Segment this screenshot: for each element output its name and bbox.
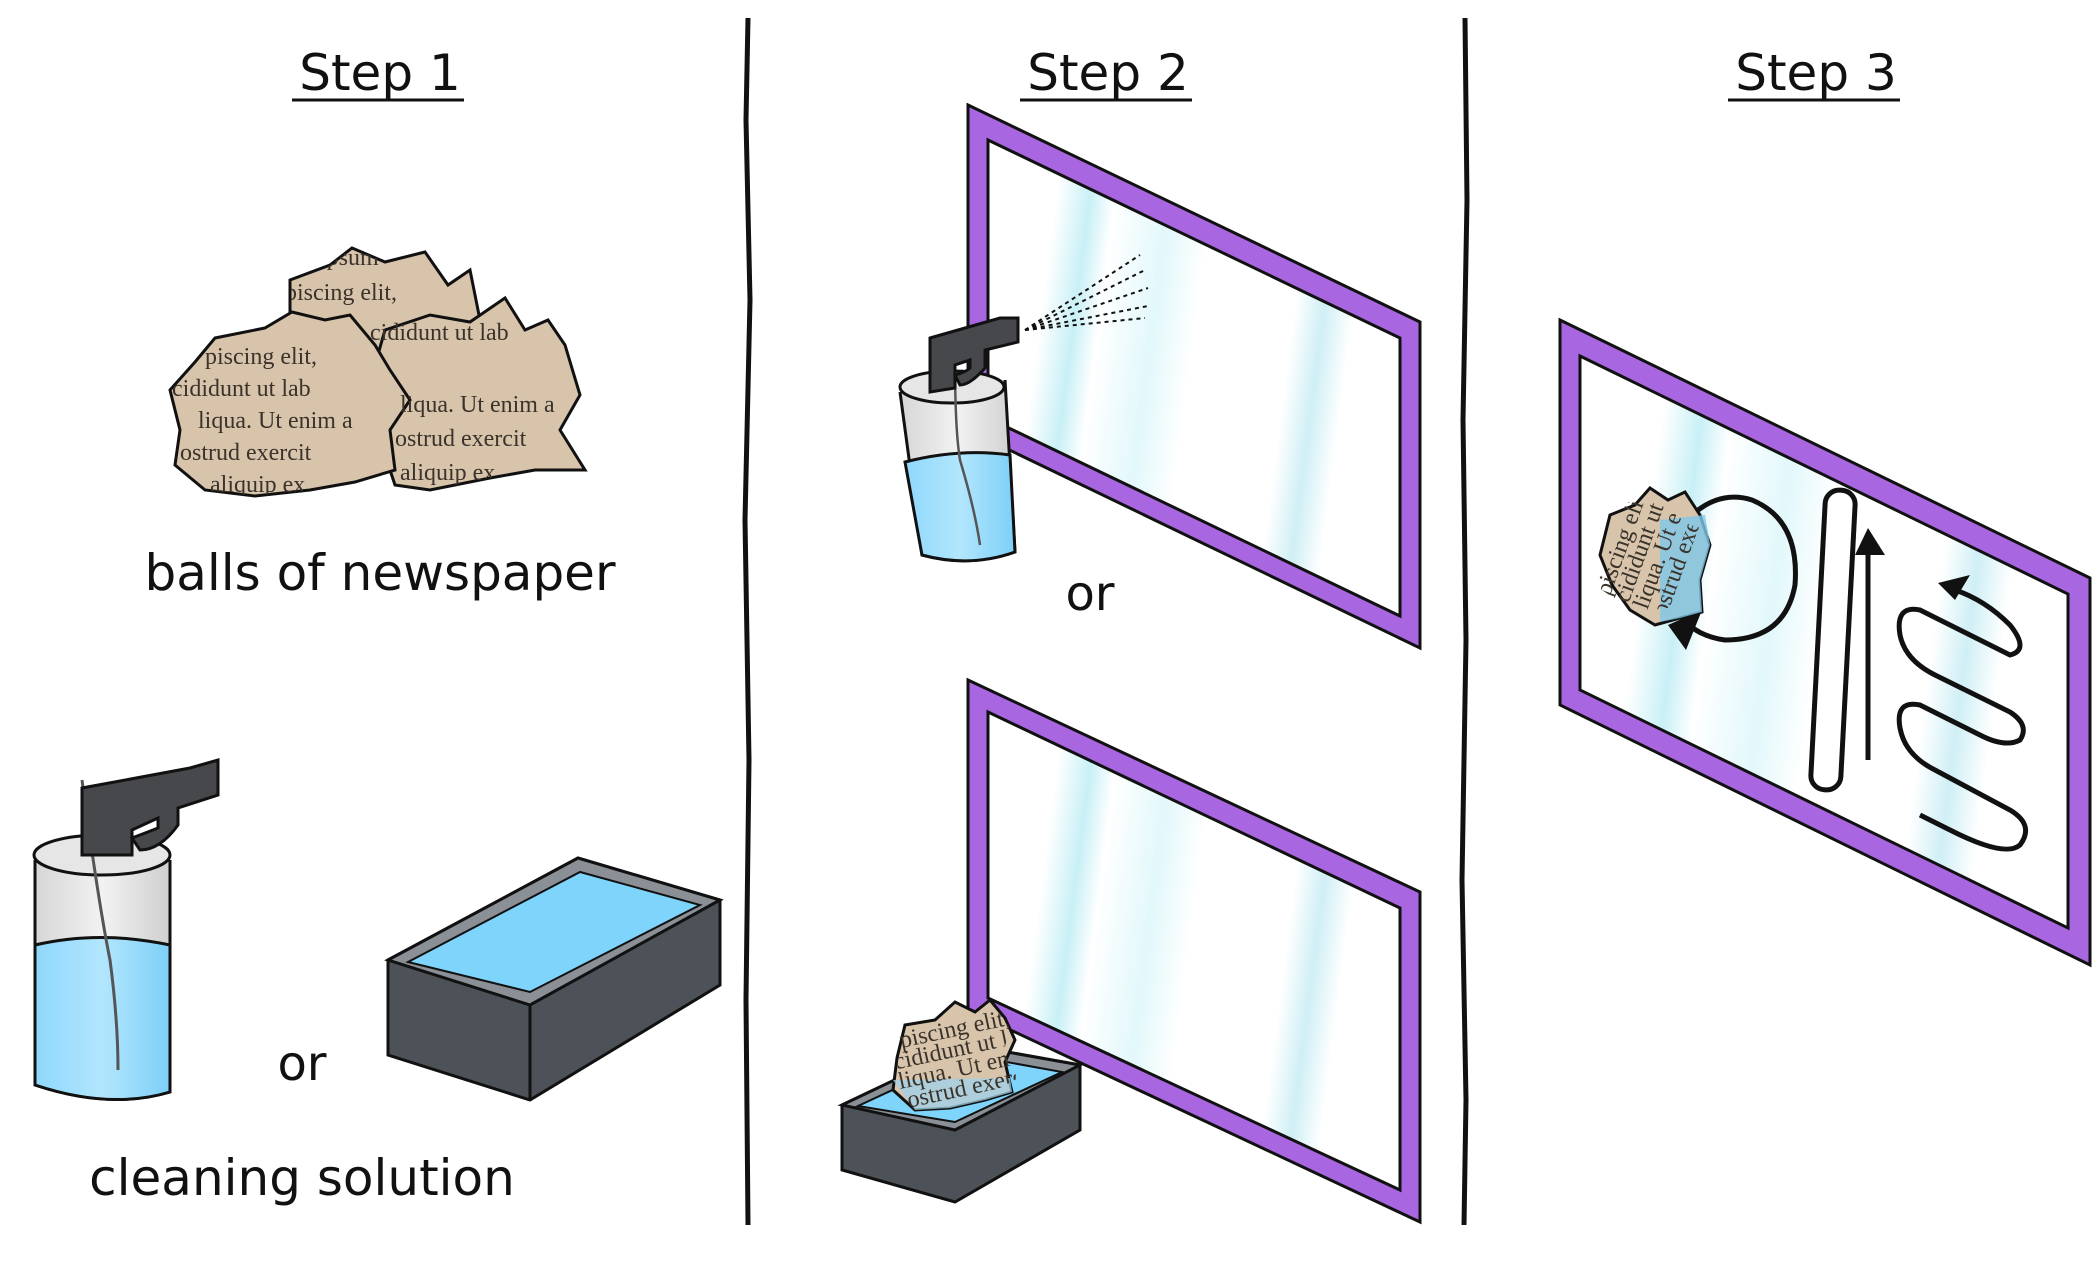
or-label-step2: or bbox=[1065, 566, 1114, 622]
spray-bottle bbox=[32, 758, 220, 1102]
window-bottom bbox=[966, 677, 1422, 1225]
newspaper-line: ostrud exercit bbox=[395, 426, 527, 452]
solution-label: cleaning solution bbox=[89, 1149, 515, 1207]
newspaper-line: aliquip ex bbox=[210, 472, 305, 498]
sprayer-head-step2 bbox=[928, 316, 1020, 394]
wiping-motions bbox=[1668, 487, 2029, 852]
vertical-arrow-head bbox=[1855, 528, 1885, 555]
step-1-title: Step 1 bbox=[299, 44, 461, 102]
newspaper-line: piscing elit, bbox=[205, 344, 317, 370]
newspaper-line: cididunt ut lab bbox=[172, 376, 311, 402]
vertical-motion-stroke bbox=[1808, 487, 1858, 793]
step-3-title: Step 3 bbox=[1735, 44, 1897, 102]
newspaper-line: liqua. Ut enim a bbox=[400, 392, 555, 418]
window-top bbox=[966, 102, 1422, 651]
newspaper-line: piscing elit, bbox=[285, 280, 397, 306]
newspaper-balls: ipsum piscing elit, cididunt ut lab pisc… bbox=[168, 246, 588, 498]
divider-right bbox=[1459, 17, 1470, 1226]
newspaper-line: aliquip ex bbox=[400, 460, 495, 486]
tray-with-newspaper: piscing elit, cididunt ut lab liqua. Ut … bbox=[837, 997, 1085, 1204]
sprayer-head bbox=[80, 758, 220, 857]
divider-left bbox=[742, 17, 753, 1226]
solution-tray bbox=[384, 856, 724, 1102]
circular-motion-arrow bbox=[1677, 494, 1798, 643]
spray-bottle-step2 bbox=[898, 316, 1020, 563]
newspaper-line: liqua. Ut enim a bbox=[198, 408, 353, 434]
or-label-step1: or bbox=[277, 1036, 326, 1092]
zigzag-arrow-head bbox=[1938, 575, 1970, 600]
window-step3 bbox=[1558, 317, 2092, 968]
step-2-title: Step 2 bbox=[1027, 44, 1189, 102]
newspaper-label: balls of newspaper bbox=[144, 544, 615, 602]
zigzag-motion-stroke bbox=[1896, 587, 2029, 852]
spray-mist bbox=[1024, 254, 1149, 331]
circular-arrow-head bbox=[1668, 610, 1702, 650]
newspaper-line: cididunt ut lab bbox=[370, 320, 509, 346]
newspaper-line: ostrud exercit bbox=[180, 440, 312, 466]
